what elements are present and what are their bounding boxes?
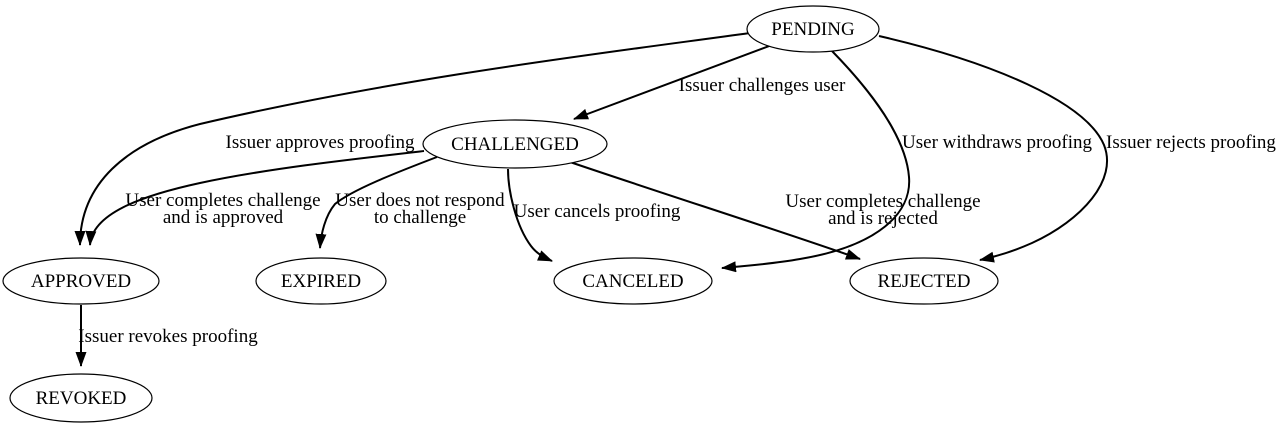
state-ellipse-approved [2, 257, 160, 305]
edge-pending-challenged [573, 44, 773, 120]
edge-challenged-rejected [563, 159, 861, 260]
edges-layer [74, 32, 1109, 367]
edge-label-challenged-approved-line2: and is approved [163, 207, 284, 228]
edge-label-pending-challenged: Issuer challenges user [679, 75, 846, 96]
state-ellipse-revoked [9, 373, 153, 423]
edge-label-challenged-rejected-line1: User completes challenge [785, 191, 980, 212]
state-node-approved: APPROVED [2, 257, 160, 305]
edge-pending-rejected [878, 35, 1109, 263]
edge-label-challenged-expired-line2: to challenge [374, 207, 466, 228]
edge-label-pending-canceled: User withdraws proofing [902, 132, 1092, 153]
edge-challenged-expired [315, 156, 438, 249]
edge-label-approved-revoked: Issuer revokes proofing [78, 326, 258, 347]
state-node-canceled: CANCELED [553, 257, 713, 305]
state-node-revoked: REVOKED [9, 373, 153, 423]
state-ellipse-expired [255, 257, 387, 305]
state-label-challenged: CHALLENGED [451, 134, 579, 155]
edge-labels-layer: Issuer challenges user Issuer approves p… [78, 75, 1276, 347]
edge-challenged-canceled [507, 168, 553, 262]
edge-label-pending-approved: Issuer approves proofing [226, 132, 415, 153]
state-label-pending: PENDING [771, 19, 855, 40]
state-node-pending: PENDING [746, 5, 880, 53]
state-ellipse-challenged [422, 119, 608, 169]
state-ellipse-pending [746, 5, 880, 53]
edge-label-pending-rejected: Issuer rejects proofing [1106, 132, 1276, 153]
edge-pending-canceled [721, 50, 911, 273]
state-ellipse-rejected [849, 257, 999, 305]
state-ellipse-canceled [553, 257, 713, 305]
state-node-expired: EXPIRED [255, 257, 387, 305]
edge-pending-approved [74, 32, 751, 246]
edge-label-challenged-canceled: User cancels proofing [514, 201, 681, 222]
state-label-rejected: REJECTED [878, 271, 971, 292]
state-label-canceled: CANCELED [582, 271, 683, 292]
state-node-rejected: REJECTED [849, 257, 999, 305]
state-label-approved: APPROVED [31, 271, 131, 292]
edge-label-challenged-expired-line1: User does not respond [335, 190, 505, 211]
nodes-layer: PENDING CHALLENGED APPROVED EXPIRED CANC… [2, 5, 999, 423]
state-label-revoked: REVOKED [36, 388, 127, 409]
edge-label-challenged-rejected-line2: and is rejected [828, 208, 938, 229]
edge-label-challenged-approved-line1: User completes challenge [125, 190, 320, 211]
state-node-challenged: CHALLENGED [422, 119, 608, 169]
state-label-expired: EXPIRED [281, 271, 361, 292]
edge-challenged-approved [85, 150, 425, 246]
